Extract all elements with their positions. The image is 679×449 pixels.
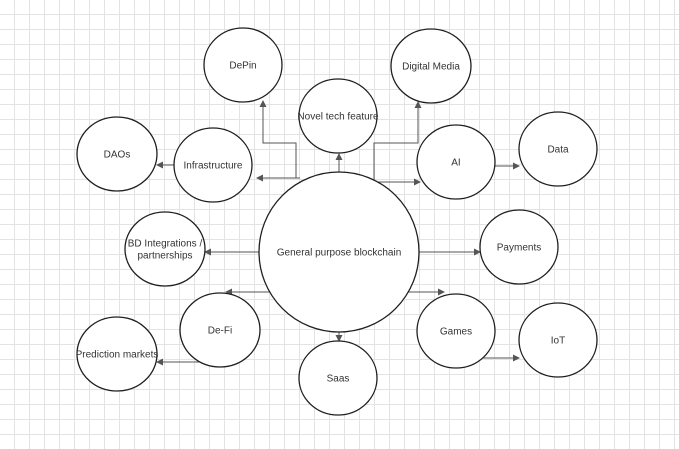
node-ai[interactable]: AI	[416, 124, 496, 200]
node-central[interactable]: General purpose blockchain	[258, 171, 420, 333]
node-digital-media-label-line: Digital Media	[402, 62, 460, 73]
node-depin-shape	[203, 27, 283, 103]
node-ai-shape	[416, 124, 496, 200]
node-novel-tech-label-line: Novel tech feature	[297, 112, 379, 123]
node-iot-label: IoT	[551, 336, 565, 347]
node-daos[interactable]: DAOs	[76, 116, 158, 192]
edge-central-to-digital-media	[373, 101, 422, 180]
node-data-label-line: Data	[547, 145, 569, 156]
node-games[interactable]: Games	[416, 293, 496, 369]
node-infrastructure[interactable]: Infrastructure	[173, 127, 253, 203]
node-infrastructure-label: Infrastructure	[184, 161, 243, 172]
node-daos-shape	[76, 116, 158, 192]
node-daos-label-line: DAOs	[104, 150, 131, 161]
edge-central-to-depin	[259, 100, 297, 178]
node-ai-label: AI	[451, 158, 460, 169]
node-data-label: Data	[547, 145, 569, 156]
edges-layer	[156, 100, 520, 366]
nodes-layer: General purpose blockchain DePin Digital M…	[76, 27, 598, 416]
node-defi[interactable]: De-Fi	[179, 292, 261, 368]
node-saas[interactable]: Saas	[298, 340, 378, 416]
node-payments-label: Payments	[497, 243, 541, 254]
node-games-shape	[416, 293, 496, 369]
node-central-label: General purpose blockchain	[277, 248, 402, 259]
node-bd-integrations[interactable]: BD Integrations /partnerships	[124, 211, 206, 287]
node-prediction-markets[interactable]: Prediction markets	[76, 316, 159, 392]
node-digital-media-shape	[390, 28, 472, 104]
node-infrastructure-label-line: Infrastructure	[184, 161, 243, 172]
node-prediction-markets-label-line: Prediction markets	[76, 350, 159, 361]
node-iot-shape	[518, 302, 598, 378]
node-infrastructure-shape	[173, 127, 253, 203]
node-data-shape	[518, 111, 598, 187]
node-depin-label-line: DePin	[229, 61, 256, 72]
node-defi-shape	[179, 292, 261, 368]
node-games-label: Games	[440, 327, 472, 338]
node-data[interactable]: Data	[518, 111, 598, 187]
node-ai-label-line: AI	[451, 158, 460, 169]
node-saas-label: Saas	[327, 374, 350, 385]
node-depin[interactable]: DePin	[203, 27, 283, 103]
node-prediction-markets-shape	[76, 316, 158, 392]
node-bd-integrations-shape	[124, 211, 206, 287]
node-bd-integrations-label-line: BD Integrations /	[128, 239, 203, 250]
node-saas-shape	[298, 340, 378, 416]
node-central-label-line: General purpose blockchain	[277, 248, 402, 259]
node-iot[interactable]: IoT	[518, 302, 598, 378]
node-saas-label-line: Saas	[327, 374, 350, 385]
node-bd-integrations-label: BD Integrations /partnerships	[128, 239, 203, 262]
node-digital-media[interactable]: Digital Media	[390, 28, 472, 104]
node-defi-label: De-Fi	[208, 326, 232, 337]
node-payments-shape	[479, 209, 559, 285]
node-central-shape	[258, 171, 420, 333]
node-payments[interactable]: Payments	[479, 209, 559, 285]
node-prediction-markets-label: Prediction markets	[76, 350, 159, 361]
node-bd-integrations-label-line: partnerships	[137, 251, 192, 262]
node-novel-tech[interactable]: Novel tech feature	[297, 78, 379, 154]
node-novel-tech-shape	[298, 78, 378, 154]
node-digital-media-label: Digital Media	[402, 62, 460, 73]
node-defi-label-line: De-Fi	[208, 326, 232, 337]
node-games-label-line: Games	[440, 327, 472, 338]
node-payments-label-line: Payments	[497, 243, 541, 254]
node-novel-tech-label: Novel tech feature	[297, 112, 379, 123]
node-iot-label-line: IoT	[551, 336, 565, 347]
node-daos-label: DAOs	[104, 150, 131, 161]
node-depin-label: DePin	[229, 61, 256, 72]
